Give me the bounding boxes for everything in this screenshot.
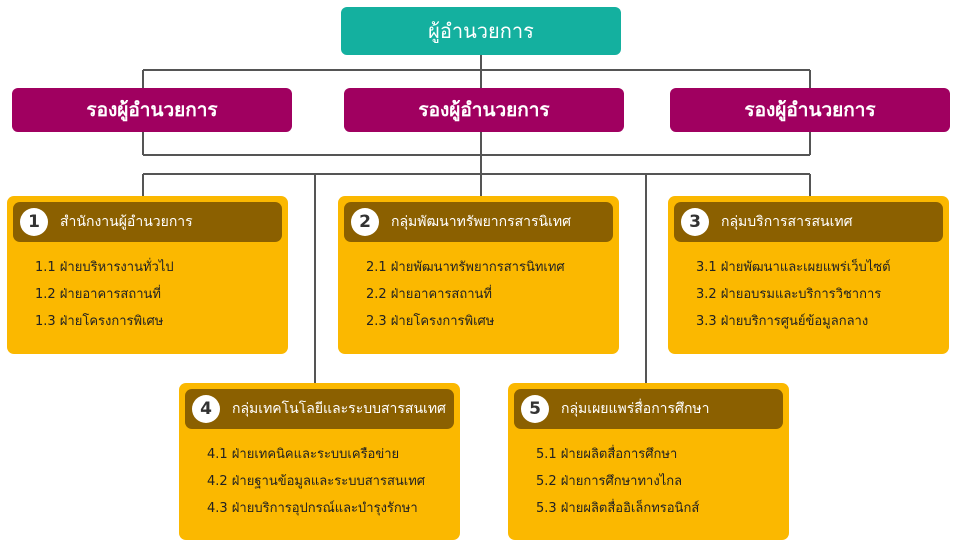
- group-items: 4.1 ฝ่ายเทคนิคและระบบเครือข่าย 4.2 ฝ่ายฐ…: [207, 441, 456, 522]
- list-item: 2.2 ฝ่ายอาคารสถานที่: [366, 287, 492, 302]
- group-title: กลุ่มพัฒนาทรัพยากรสารนิเทศ: [391, 214, 572, 230]
- list-item: 1.2 ฝ่ายอาคารสถานที่: [35, 287, 161, 302]
- list-item: 3.1 ฝ่ายพัฒนาและเผยแพร่เว็บไซต์: [696, 260, 891, 275]
- list-item: 5.2 ฝ่ายการศึกษาทางไกล: [536, 474, 683, 489]
- group-number: 2: [351, 208, 379, 236]
- group-number: 4: [192, 395, 220, 423]
- director-label: ผู้อำนวยการ: [428, 19, 534, 43]
- deputy-label: รองผู้อำนวยการ: [418, 99, 550, 121]
- group-number: 1: [20, 208, 48, 236]
- group-items: 2.1 ฝ่ายพัฒนาทรัพยากรสารนิทเทศ 2.2 ฝ่ายอ…: [366, 254, 615, 335]
- group-header: 5 กลุ่มเผยแพร่สื่อการศึกษา: [514, 389, 783, 429]
- group-header: 3 กลุ่มบริการสารสนเทศ: [674, 202, 943, 242]
- group-box-3: 3 กลุ่มบริการสารสนเทศ 3.1 ฝ่ายพัฒนาและเผ…: [668, 196, 949, 354]
- list-item: 4.3 ฝ่ายบริการอุปกรณ์และบำรุงรักษา: [207, 501, 418, 516]
- list-item: 4.1 ฝ่ายเทคนิคและระบบเครือข่าย: [207, 447, 400, 462]
- director-box: ผู้อำนวยการ: [341, 7, 621, 55]
- group-number: 3: [681, 208, 709, 236]
- group-number: 5: [521, 395, 549, 423]
- list-item: 5.1 ฝ่ายผลิตสื่อการศึกษา: [536, 447, 678, 462]
- deputy-box-2: รองผู้อำนวยการ: [344, 88, 624, 132]
- group-box-5: 5 กลุ่มเผยแพร่สื่อการศึกษา 5.1 ฝ่ายผลิตส…: [508, 383, 789, 540]
- group-header: 4 กลุ่มเทคโนโลยีและระบบสารสนเทศ: [185, 389, 454, 429]
- group-box-4: 4 กลุ่มเทคโนโลยีและระบบสารสนเทศ 4.1 ฝ่าย…: [179, 383, 460, 540]
- list-item: 1.3 ฝ่ายโครงการพิเศษ: [35, 314, 164, 329]
- deputy-label: รองผู้อำนวยการ: [744, 99, 876, 121]
- group-box-2: 2 กลุ่มพัฒนาทรัพยากรสารนิเทศ 2.1 ฝ่ายพัฒ…: [338, 196, 619, 354]
- group-items: 5.1 ฝ่ายผลิตสื่อการศึกษา 5.2 ฝ่ายการศึกษ…: [536, 441, 785, 522]
- deputy-box-1: รองผู้อำนวยการ: [12, 88, 292, 132]
- group-header: 1 สำนักงานผู้อำนวยการ: [13, 202, 282, 242]
- deputy-box-3: รองผู้อำนวยการ: [670, 88, 950, 132]
- list-item: 3.3 ฝ่ายบริการศูนย์ข้อมูลกลาง: [696, 314, 869, 329]
- group-title: สำนักงานผู้อำนวยการ: [60, 214, 193, 230]
- list-item: 3.2 ฝ่ายอบรมและบริการวิชาการ: [696, 287, 882, 302]
- list-item: 4.2 ฝ่ายฐานข้อมูลและระบบสารสนเทศ: [207, 474, 426, 489]
- group-header: 2 กลุ่มพัฒนาทรัพยากรสารนิเทศ: [344, 202, 613, 242]
- group-title: กลุ่มเผยแพร่สื่อการศึกษา: [561, 401, 710, 417]
- group-items: 3.1 ฝ่ายพัฒนาและเผยแพร่เว็บไซต์ 3.2 ฝ่าย…: [696, 254, 945, 335]
- list-item: 1.1 ฝ่ายบริหารงานทั่วไป: [35, 260, 174, 275]
- list-item: 2.3 ฝ่ายโครงการพิเศษ: [366, 314, 495, 329]
- group-title: กลุ่มบริการสารสนเทศ: [721, 214, 853, 230]
- list-item: 5.3 ฝ่ายผลิตสื่ออิเล็กทรอนิกส์: [536, 501, 700, 516]
- group-title: กลุ่มเทคโนโลยีและระบบสารสนเทศ: [232, 401, 446, 417]
- group-box-1: 1 สำนักงานผู้อำนวยการ 1.1 ฝ่ายบริหารงานท…: [7, 196, 288, 354]
- deputy-label: รองผู้อำนวยการ: [86, 99, 218, 121]
- list-item: 2.1 ฝ่ายพัฒนาทรัพยากรสารนิทเทศ: [366, 260, 565, 275]
- group-items: 1.1 ฝ่ายบริหารงานทั่วไป 1.2 ฝ่ายอาคารสถา…: [35, 254, 284, 335]
